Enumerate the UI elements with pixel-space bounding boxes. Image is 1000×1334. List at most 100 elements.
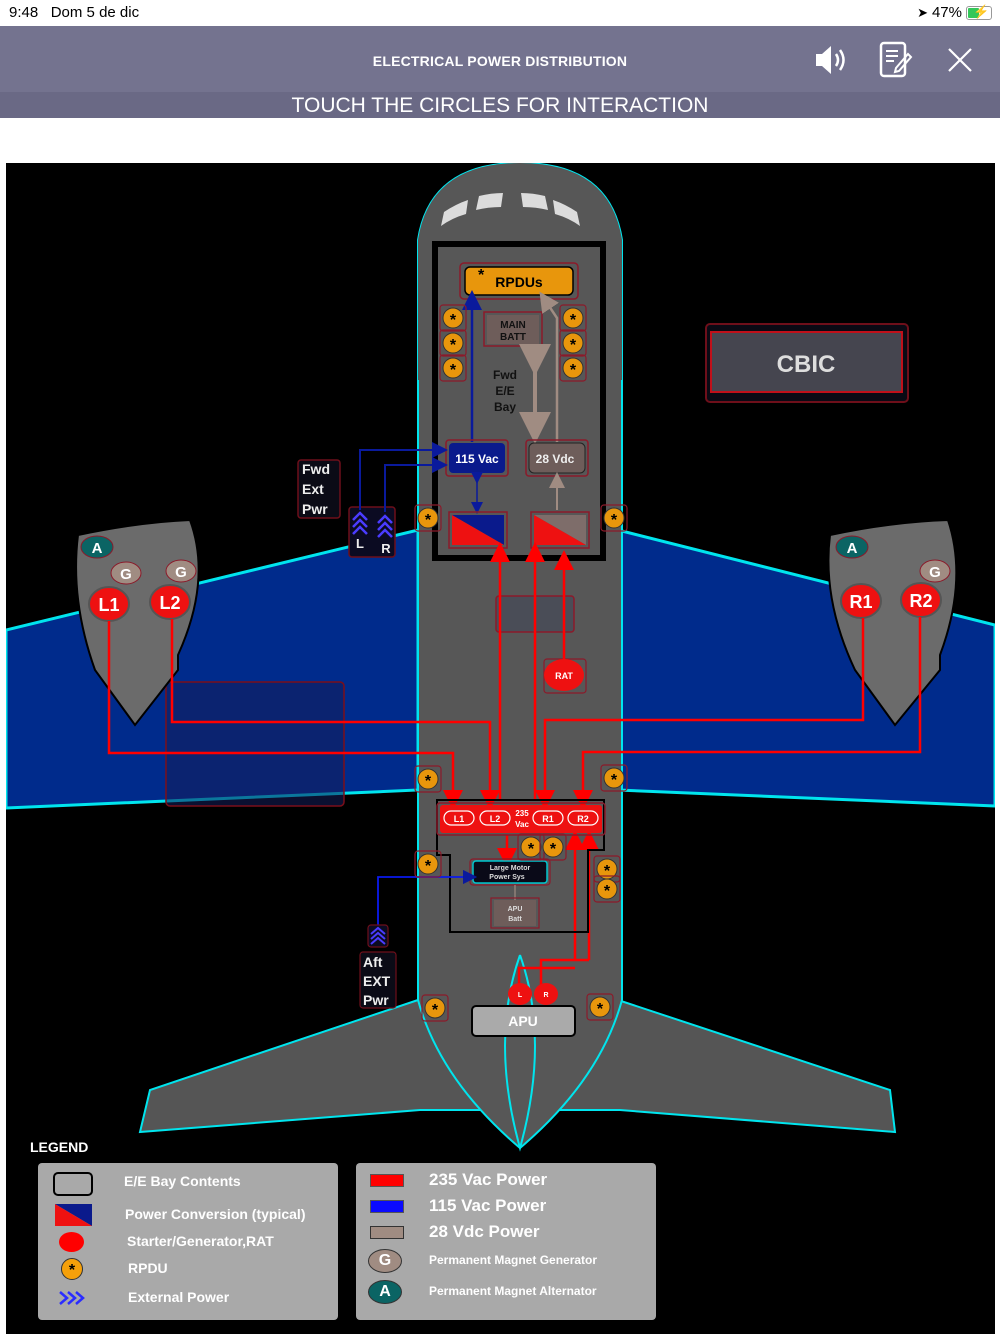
apu-battery[interactable]	[494, 900, 536, 926]
apu-gen-l-label: L	[518, 992, 523, 999]
rpdu-button[interactable]: *	[439, 304, 467, 332]
aft-ext-pwr-label-2: EXT	[363, 973, 391, 989]
fwd-ext-pwr-box	[297, 459, 341, 519]
aft-ext-pwr-label-3: Pwr	[363, 992, 389, 1008]
main-batt-label: MAIN	[500, 320, 526, 331]
right-pma-label: A	[847, 540, 858, 557]
legend-title: LEGEND	[30, 1139, 89, 1155]
right-gen-r1-label: R1	[849, 592, 872, 612]
fwd-ee-bay-label-3: Bay	[494, 400, 516, 414]
fwd-ext-pwr-label: Fwd	[302, 461, 330, 477]
apu-label: APU	[508, 1013, 538, 1029]
ext-r-label: R	[381, 541, 391, 556]
apu-batt-label: APU	[508, 906, 523, 913]
rpdu-star: *	[570, 337, 577, 354]
left-pmg-2[interactable]	[165, 559, 197, 583]
instruction-banner: TOUCH THE CIRCLES FOR INTERACTION	[0, 92, 1000, 118]
bus-slot-r1[interactable]	[532, 810, 564, 826]
vac115-box[interactable]	[449, 443, 505, 473]
bus-235-label: 235	[515, 809, 529, 818]
left-pma-label: A	[92, 540, 103, 557]
bus-slot-l1[interactable]	[443, 810, 475, 826]
fwd-ee-bay-label: Fwd	[493, 368, 517, 382]
legend-label: E/E Bay Contents	[124, 1173, 241, 1189]
legend-label: Starter/Generator,RAT	[127, 1233, 274, 1249]
rpdu-button[interactable]: *	[559, 304, 587, 332]
rpdu-button[interactable]: *	[539, 833, 567, 861]
rpdu-button[interactable]: *	[414, 765, 442, 793]
bus-slot-l2[interactable]	[479, 810, 511, 826]
right-pmg[interactable]	[919, 559, 951, 583]
rpdu-star: *	[425, 773, 432, 790]
left-generator-l2[interactable]	[149, 584, 191, 620]
blue-swatch-icon	[370, 1200, 404, 1213]
app-header: ELECTRICAL POWER DISTRIBUTION	[0, 26, 1000, 92]
converter-115[interactable]	[452, 515, 504, 545]
rpdu-icon: *	[61, 1258, 83, 1280]
rpdu-star: *	[528, 841, 535, 858]
bus-235vac[interactable]	[440, 805, 602, 833]
location-icon: ➤	[917, 4, 928, 20]
rpdu-button[interactable]: *	[439, 354, 467, 382]
converter-28[interactable]	[534, 515, 586, 545]
fwd-ext-pwr-label-2: Ext	[302, 481, 324, 497]
bus-vac-label: Vac	[515, 820, 529, 829]
rpdu-button[interactable]: *	[600, 504, 628, 532]
rpdus-box[interactable]	[464, 266, 574, 296]
rpdu-group: *****************	[414, 304, 628, 1022]
rpdu-star: *	[604, 863, 611, 880]
apu-box[interactable]	[471, 1005, 576, 1037]
legend-label: RPDU	[128, 1260, 168, 1276]
rpdu-button[interactable]: *	[439, 329, 467, 357]
apu-generator-l[interactable]	[508, 983, 532, 1005]
rpdu-button[interactable]: *	[600, 764, 628, 792]
rpdu-button[interactable]: *	[414, 850, 442, 878]
rat-button[interactable]	[544, 659, 584, 691]
vdc28-label: 28 Vdc	[536, 452, 575, 466]
power-distribution-diagram: * RPDUs MAIN BATT Fwd E/E Bay 115 Vac 28…	[6, 163, 995, 1334]
legend-right: 235 Vac Power 115 Vac Power 28 Vdc Power…	[356, 1163, 656, 1320]
cbic-button[interactable]	[710, 331, 903, 393]
rpdu-star: *	[425, 512, 432, 529]
vac115-label: 115 Vac	[455, 452, 499, 466]
main-battery[interactable]	[487, 315, 539, 344]
rpdu-button[interactable]: *	[593, 875, 621, 903]
starter-generator-icon	[59, 1232, 84, 1252]
left-pmg-1-label: G	[120, 566, 132, 583]
rpdu-button[interactable]: *	[586, 993, 614, 1021]
notes-icon[interactable]	[876, 40, 916, 80]
rpdu-button[interactable]: *	[414, 504, 442, 532]
right-gen-r2-label: R2	[909, 591, 932, 611]
right-pma[interactable]	[835, 535, 869, 559]
rpdu-star: *	[425, 858, 432, 875]
aft-ext-pwr-label: Aft	[363, 954, 383, 970]
rpdu-star: *	[450, 337, 457, 354]
rpdu-star: *	[604, 883, 611, 900]
rpdu-star: *	[611, 512, 618, 529]
left-pma[interactable]	[80, 535, 114, 559]
rpdu-button[interactable]: *	[559, 329, 587, 357]
right-generator-r1[interactable]	[840, 583, 882, 619]
rpdu-button[interactable]: *	[559, 354, 587, 382]
left-pmg-1[interactable]	[110, 561, 142, 585]
bus-slot-r2[interactable]	[567, 810, 599, 826]
power-conversion-icon	[55, 1204, 92, 1226]
speaker-icon[interactable]	[812, 40, 852, 80]
apu-generator-r[interactable]	[534, 983, 558, 1005]
left-wing-hotspot[interactable]	[165, 681, 345, 807]
close-icon[interactable]	[940, 40, 980, 80]
legend-left: E/E Bay Contents Power Conversion (typic…	[38, 1163, 338, 1320]
bus-slot-r1-label: R1	[542, 814, 554, 824]
pmg-icon: G	[368, 1249, 402, 1273]
external-power-r-icon	[377, 514, 393, 538]
rpdu-button[interactable]: *	[593, 855, 621, 883]
ext-l-label: L	[356, 536, 364, 551]
rpdu-button[interactable]: *	[517, 833, 545, 861]
aft-ext-pwr-box	[359, 951, 397, 1009]
external-power-l-icon	[352, 511, 368, 535]
left-gen-l1-label: L1	[98, 595, 119, 615]
legend-label: 28 Vdc Power	[429, 1222, 540, 1241]
bus-slot-l1-label: L1	[454, 814, 465, 824]
rpdu-button[interactable]: *	[421, 994, 449, 1022]
aft-external-power-icon	[370, 926, 386, 945]
